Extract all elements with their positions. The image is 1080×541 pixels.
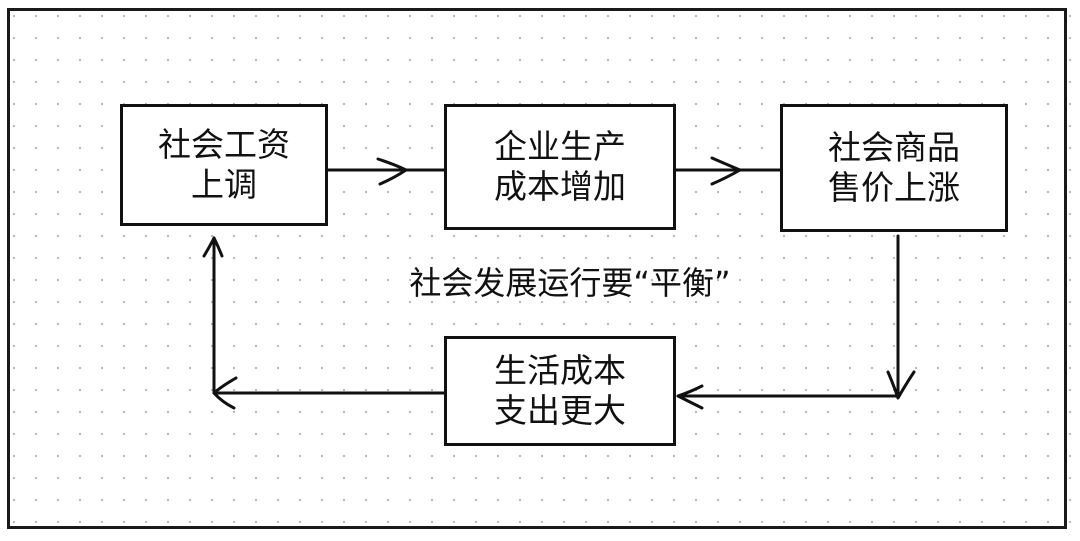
node-wage-increase: 社会工资 上调 (120, 104, 328, 226)
diagram-frame (7, 8, 1067, 529)
node-goods-price-line1: 社会商品 (828, 128, 960, 167)
node-wage-increase-line2: 上调 (191, 165, 257, 204)
arrow-wage-to-cost (326, 157, 446, 186)
node-living-cost-line2: 支出更大 (494, 391, 626, 430)
node-goods-price: 社会商品 售价上涨 (780, 104, 1008, 232)
node-production-cost-line2: 成本增加 (494, 167, 626, 206)
node-production-cost: 企业生产 成本增加 (444, 104, 676, 230)
diagram-caption: 社会发展运行要“平衡” (409, 264, 731, 302)
arrow-cost-to-price (674, 156, 782, 186)
node-living-cost-line1: 生活成本 (494, 351, 626, 390)
node-production-cost-line1: 企业生产 (494, 127, 626, 166)
node-living-cost: 生活成本 支出更大 (444, 336, 676, 446)
node-wage-increase-line1: 社会工资 (158, 125, 290, 164)
arrow-price-to-living (676, 234, 916, 410)
arrow-living-to-wage (202, 236, 446, 410)
node-goods-price-line2: 售价上涨 (828, 168, 960, 207)
